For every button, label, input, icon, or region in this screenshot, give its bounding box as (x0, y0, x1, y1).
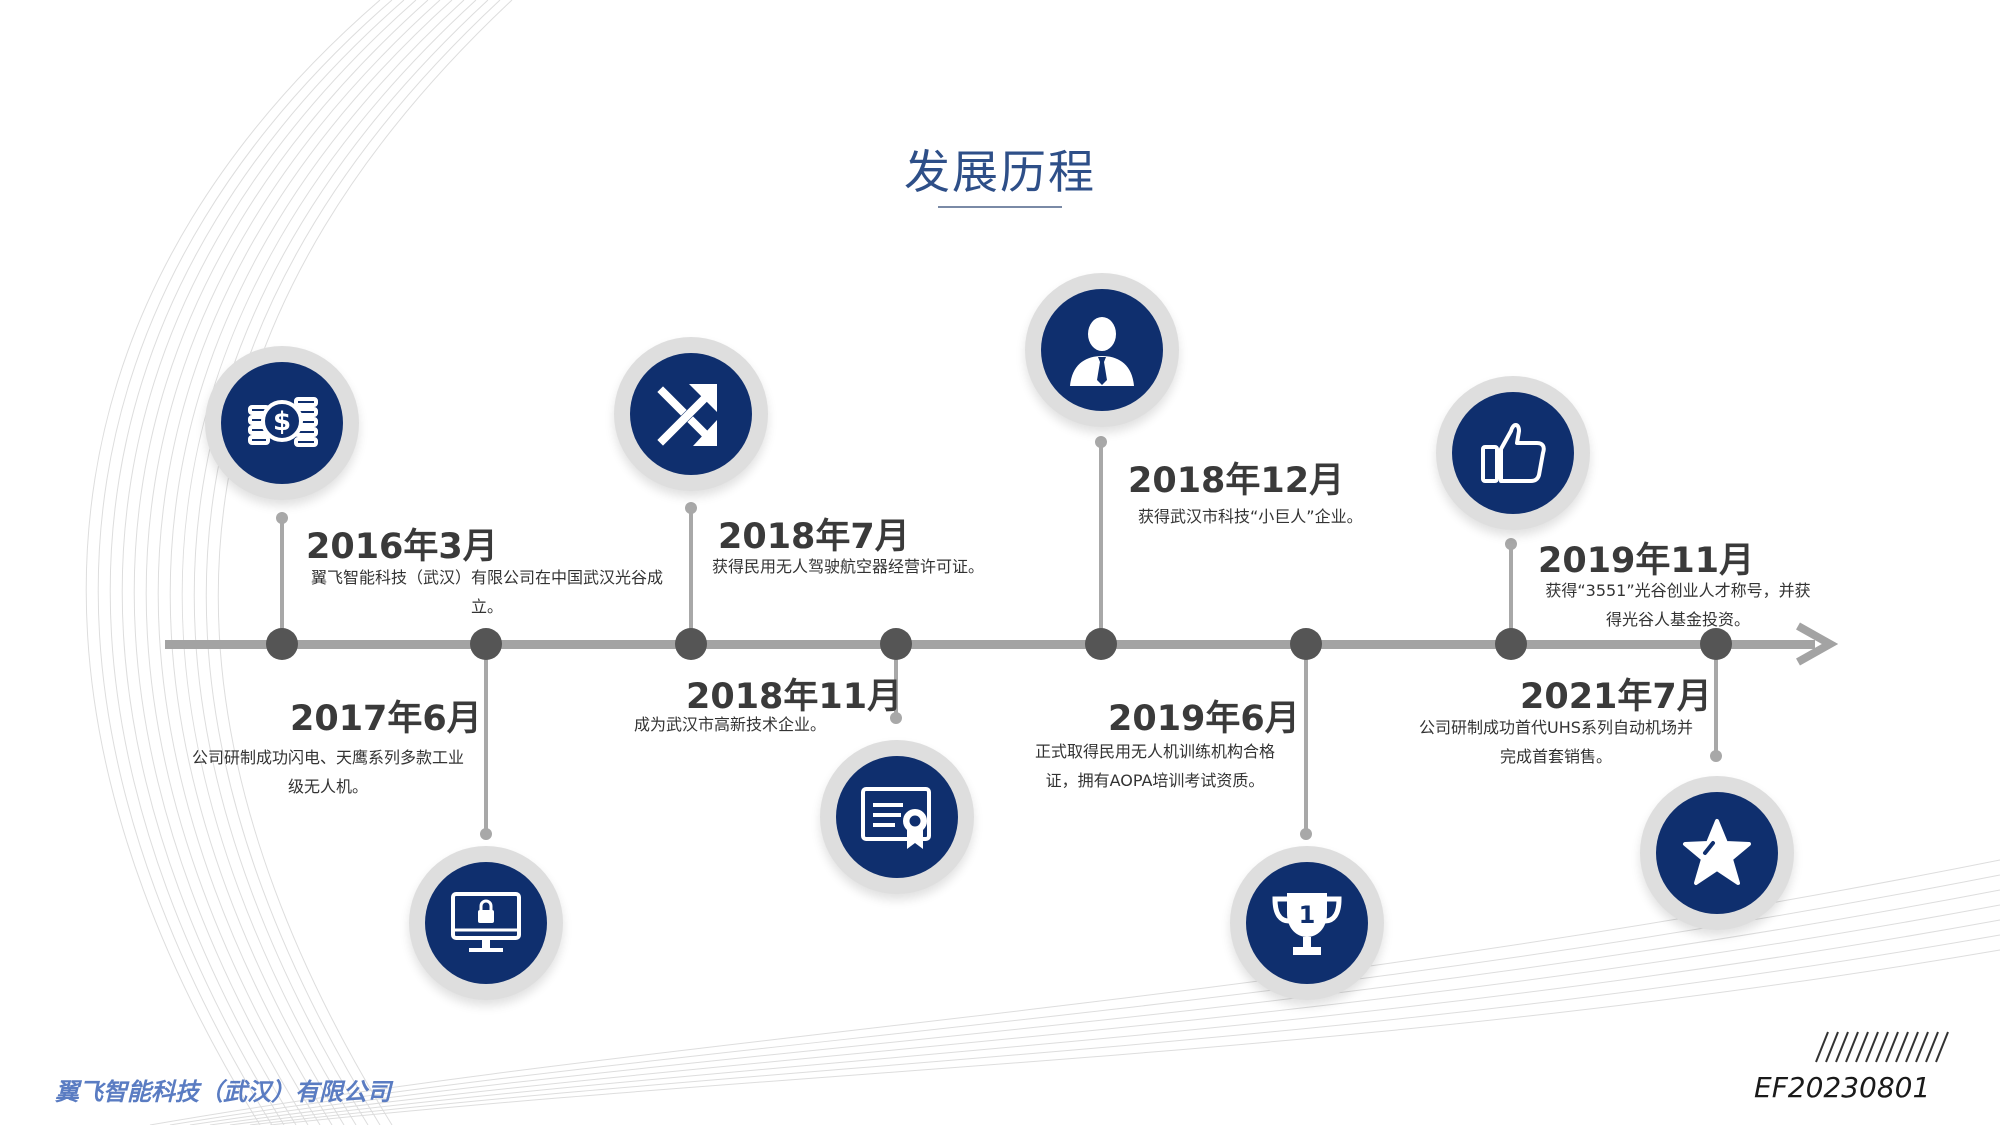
connector-line (894, 654, 898, 716)
milestone-icon-circle (1640, 776, 1794, 930)
shuffle-arrows-icon (657, 384, 717, 446)
svg-text:1: 1 (1299, 901, 1316, 929)
milestone-description: 获得“3551”光谷创业人才称号，并获得光谷人基金投资。 (1545, 581, 1811, 629)
connector-line (689, 510, 693, 636)
certificate-icon (861, 787, 931, 849)
slash-decoration (1815, 1031, 1949, 1063)
milestone-date: 2016年3月 (306, 527, 498, 567)
milestone-description: 翼飞智能科技（武汉）有限公司在中国武汉光谷成立。 (310, 568, 663, 616)
timeline-node (1085, 628, 1117, 660)
connector-end (890, 712, 902, 724)
milestone-date: 2019年11月 (1538, 541, 1755, 581)
connector-end (276, 512, 288, 524)
person-icon (1070, 317, 1134, 386)
connector-end (1300, 828, 1312, 840)
connector-line (1509, 546, 1513, 636)
milestone-icon-circle: 1 (1230, 846, 1384, 1000)
milestone-description: 公司研制成功首代UHS系列自动机场并完成首套销售。 (1419, 718, 1693, 766)
page-title: 发展历程 (904, 145, 1096, 199)
timeline-node (675, 628, 707, 660)
connector-end (1710, 750, 1722, 762)
computer-lock-icon (451, 892, 521, 952)
milestone-icon-circle: $ (205, 346, 359, 500)
connector-line (1714, 654, 1718, 754)
milestone-icon-circle (1025, 273, 1179, 427)
timeline-node (1495, 628, 1527, 660)
connector-end (1095, 436, 1107, 448)
document-code: EF20230801 (1754, 1071, 1931, 1104)
timeline-axis (165, 640, 1815, 649)
connector-line (484, 654, 488, 832)
milestone-date: 2018年11月 (686, 677, 903, 717)
star-icon (1683, 819, 1751, 885)
milestone-description: 获得民用无人驾驶航空器经营许可证。 (712, 557, 985, 576)
milestone-description: 正式取得民用无人机训练机构合格证，拥有AOPA培训考试资质。 (1034, 742, 1275, 790)
milestone-description: 成为武汉市高新技术企业。 (634, 715, 827, 734)
milestone-date: 2018年7月 (718, 517, 910, 557)
connector-end (480, 828, 492, 840)
timeline-node (470, 628, 502, 660)
title-underline (938, 206, 1062, 208)
timeline-node (880, 628, 912, 660)
milestone-icon-circle (409, 846, 563, 1000)
connector-end (685, 502, 697, 514)
milestone-description: 获得武汉市科技“小巨人”企业。 (1138, 507, 1363, 526)
connector-end (1505, 538, 1517, 550)
milestone-date: 2019年6月 (1108, 699, 1300, 739)
milestone-date: 2017年6月 (290, 699, 482, 739)
milestone-description: 公司研制成功闪电、天鹰系列多款工业级无人机。 (191, 748, 464, 796)
milestone-icon-circle (1436, 376, 1590, 530)
trophy-icon: 1 (1272, 893, 1342, 955)
thumbs-up-icon (1481, 423, 1546, 483)
milestone-date: 2018年12月 (1128, 461, 1345, 501)
milestone-date: 2021年7月 (1520, 677, 1712, 717)
arrow-right-icon (1796, 622, 1838, 666)
connector-line (1099, 444, 1103, 636)
connector-line (280, 518, 284, 636)
connector-line (1304, 654, 1308, 832)
coin-dollar-icon: $ (248, 397, 318, 447)
timeline-node (1290, 628, 1322, 660)
milestone-icon-circle (614, 337, 768, 491)
milestone-icon-circle (820, 740, 974, 894)
company-name: 翼飞智能科技（武汉）有限公司 (55, 1078, 391, 1106)
timeline-node (1700, 628, 1732, 660)
svg-text:$: $ (273, 407, 291, 437)
timeline-node (266, 628, 298, 660)
